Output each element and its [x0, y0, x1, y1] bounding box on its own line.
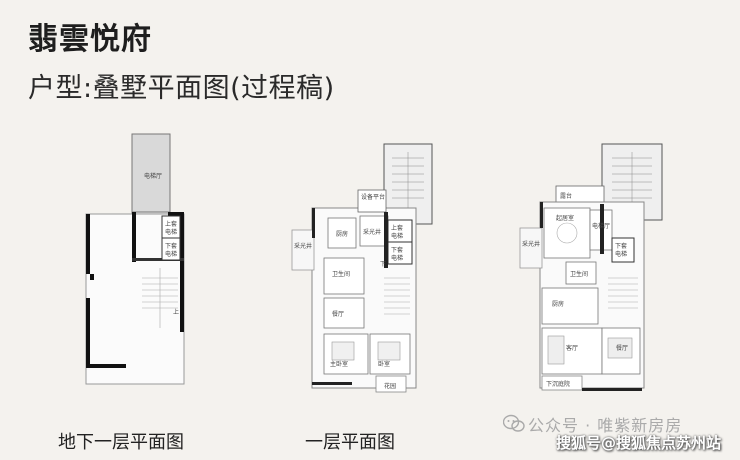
svg-text:餐厅: 餐厅	[616, 344, 628, 352]
svg-text:下套: 下套	[615, 242, 627, 250]
svg-text:下套: 下套	[165, 242, 177, 250]
wechat-icon	[503, 414, 525, 432]
svg-text:采光井: 采光井	[363, 228, 381, 236]
svg-text:设备平台: 设备平台	[361, 193, 385, 201]
svg-text:下: 下	[380, 261, 386, 268]
svg-text:起居室: 起居室	[556, 214, 574, 222]
svg-text:下套: 下套	[391, 246, 403, 254]
svg-text:花园: 花园	[384, 382, 396, 390]
caption-basement: 地下一层平面图	[58, 432, 184, 453]
svg-text:卫生间: 卫生间	[332, 270, 350, 278]
svg-text:卫生间: 卫生间	[570, 270, 588, 278]
caption-ground: 一层平面图	[305, 432, 395, 453]
svg-text:主卧室: 主卧室	[330, 360, 348, 368]
svg-text:露台: 露台	[560, 192, 572, 200]
svg-text:电梯厅: 电梯厅	[592, 222, 610, 230]
svg-text:电梯: 电梯	[165, 228, 177, 236]
svg-text:下沉庭院: 下沉庭院	[546, 380, 570, 388]
svg-text:电梯: 电梯	[165, 250, 177, 258]
upper-floor-plan: 露台 起居室 电梯厅 采光井 下套电梯 卫生间 厨房 客厅 餐厅 下沉庭院	[512, 138, 672, 398]
svg-text:采光井: 采光井	[522, 240, 540, 248]
svg-text:电梯: 电梯	[391, 232, 403, 240]
svg-text:卧室: 卧室	[378, 360, 390, 368]
ground-floor-plan: 设备平台 厨房 采光井 上套电梯 下套电梯 采光井 卫生间 餐厅 主卧室 卧室 …	[284, 138, 444, 398]
sohu-watermark: 搜狐号@搜狐焦点苏州站	[556, 434, 722, 452]
svg-text:电梯: 电梯	[615, 250, 627, 258]
basement-floor-plan: 电梯厅 上套电梯 下套电梯 上	[80, 128, 210, 398]
svg-text:上套: 上套	[165, 220, 177, 228]
elevator-hall-label: 电梯厅	[144, 172, 162, 180]
svg-text:客厅: 客厅	[566, 344, 578, 352]
svg-text:餐厅: 餐厅	[332, 310, 344, 318]
svg-text:厨房: 厨房	[552, 300, 564, 308]
svg-text:采光井: 采光井	[294, 242, 312, 250]
svg-text:厨房: 厨房	[336, 230, 348, 238]
page-subtitle: 户型:叠墅平面图(过程稿)	[28, 73, 335, 104]
svg-text:上套: 上套	[391, 224, 403, 232]
svg-text:电梯: 电梯	[391, 254, 403, 262]
page-title: 翡雲悦府	[28, 22, 152, 57]
wechat-watermark: 公众号 · 唯紫新房房	[528, 416, 683, 435]
svg-text:上: 上	[173, 308, 179, 316]
